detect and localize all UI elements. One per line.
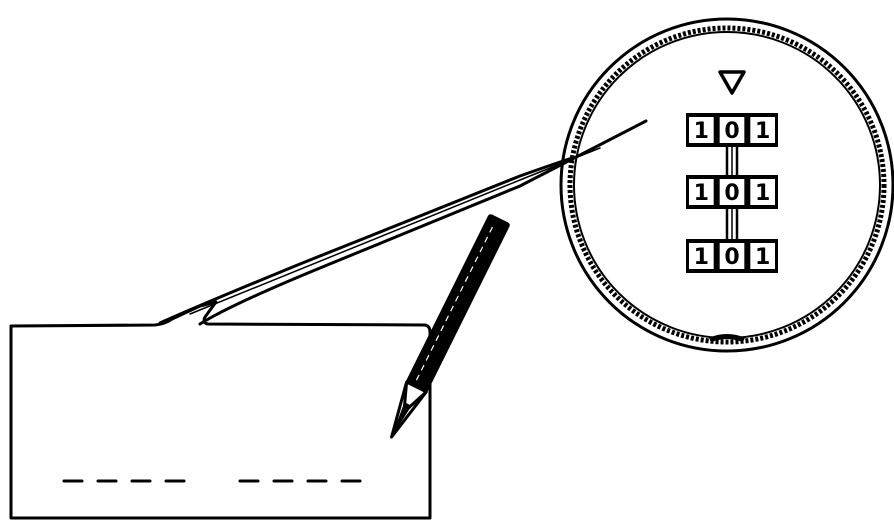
connector-line-upper: [160, 158, 572, 323]
triangle-down-icon: [720, 72, 744, 93]
dial-digit: 0: [724, 181, 739, 206]
dial-digit: 0: [724, 245, 739, 270]
dial-digit: 1: [755, 245, 770, 270]
dial-digit: 0: [724, 119, 739, 144]
lens-bottom-notch: [710, 337, 744, 341]
connector-line-middle: [190, 148, 600, 314]
document-outline: [11, 302, 430, 518]
dial-digit: 1: [755, 181, 770, 206]
dial-digit: 1: [694, 181, 709, 206]
document-card: [11, 302, 430, 518]
dial-digit: 1: [694, 245, 709, 270]
pencil-icon: [382, 215, 510, 442]
dial-digit: 1: [694, 119, 709, 144]
dial-digit: 1: [755, 119, 770, 144]
pencil-body: [407, 215, 510, 392]
